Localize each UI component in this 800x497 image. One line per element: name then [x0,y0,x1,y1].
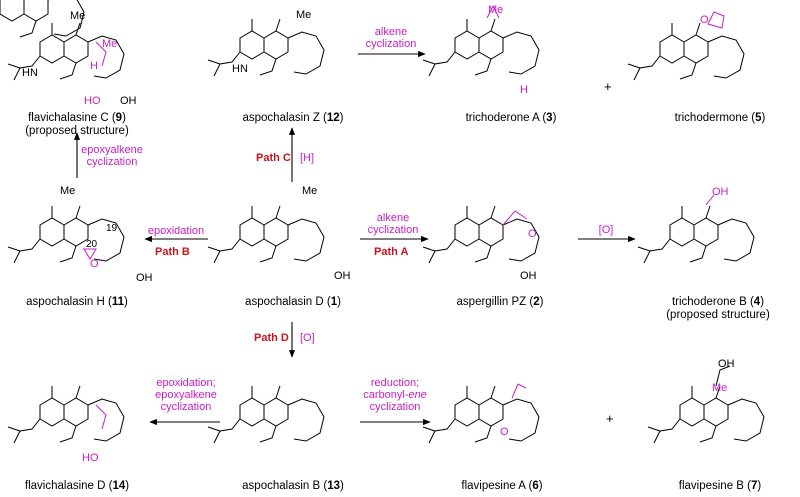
caption-flavipesine-a: flavipesine A (6) [461,480,543,492]
label-path-c-reagent: [H] [300,152,315,164]
caption-flavichalasine-c: flavichalasine C (9) [28,112,126,124]
structure-flavichalasine-d [7,385,125,444]
label-o-5: O [700,14,709,26]
label-me-12: Me [296,9,312,21]
label-c20: 20 [86,239,98,250]
caption-trichodermone: trichodermone (5) [674,112,766,124]
label-o-2: O [528,228,537,240]
label-epoxyalkene-1: epoxyalkene [81,144,143,156]
label-path-a: Path A [374,246,409,258]
label-oh-11: OH [136,272,153,284]
caption-aspochalasin-h: aspochalasin H (11) [26,296,128,308]
caption-aspochalasin-d: aspochalasin D (1) [245,296,341,308]
label-path-d-reagent: [O] [300,332,315,344]
label-me-accent: Me [102,38,118,50]
label-oxidation-mid: [O] [598,224,614,236]
label-me-3: Me [488,4,504,16]
structure-aspochalasin-b [207,385,325,444]
caption-aspochalasin-b: aspochalasin B (13) [242,480,344,492]
label-epoxidation: epoxidation [147,225,205,237]
structure-trichoderone-b [637,194,755,264]
plus-sign-top: + [604,79,612,94]
label-path-b: Path B [155,246,190,258]
caption-flavipesine-b: flavipesine B (7) [678,480,762,492]
plus-sign-bottom: + [606,411,614,426]
caption-trichoderone-b: trichoderone B (4) [671,296,765,308]
label-alkene-top-1: alkene [374,26,408,38]
label-epox-3: cyclization [160,401,212,413]
label-path-c: Path C [256,152,291,164]
label-oh-7: OH [718,358,735,370]
caption-aspergillin-pz: aspergillin PZ (2) [456,296,544,308]
caption-trichoderone-a: trichoderone A (3) [465,112,557,124]
label-me: Me [70,10,86,22]
structure-trichoderone-a [422,4,540,77]
label-reduction-1: reduction; [370,377,420,389]
label-h-accent: H [90,60,98,72]
label-alkene-top-2: cyclization [365,38,417,50]
label-alkene-mid-1: alkene [376,212,410,224]
structure-trichodermone [627,11,745,81]
label-oh-2: OH [520,270,537,282]
note-flavichalasine-c: (proposed structure) [25,125,129,137]
label-o-6: O [500,426,509,438]
label-ho-14: HO [82,452,99,464]
label-epox-1: epoxidation; [156,377,216,389]
label-epoxide-o: O [90,258,99,270]
label-path-d: Path D [254,332,289,344]
label-me-1: Me [302,185,318,197]
structure-aspochalasin-h [7,205,125,264]
label-h-3: H [520,84,528,96]
label-c19: 19 [106,223,118,234]
label-hn: HN [22,67,38,79]
label-ho: HO [84,95,101,107]
label-hn-12: HN [232,63,248,75]
reaction-arrows [73,50,636,426]
label-reduction-3: cyclization [369,401,421,413]
structure-flavipesine-b [647,365,765,444]
structure-flavichalasine-c [7,22,125,81]
label-epoxyalkene-2: cyclization [86,156,138,168]
label-oh-1: OH [334,270,351,282]
structure-aspochalasin-z [207,18,325,77]
label-alkene-mid-2: cyclization [367,224,419,236]
label-me-11: Me [60,185,76,197]
structure-aspergillin-pz [422,205,540,264]
note-trichoderone-b: (proposed structure) [666,309,770,321]
caption-flavichalasine-d: flavichalasine D (14) [24,480,130,492]
label-oh: OH [120,95,137,107]
label-reduction-2: carbonyl-ene [363,389,427,401]
caption-aspochalasin-z: aspochalasin Z (12) [242,112,344,124]
structure-aspochalasin-d [207,205,325,264]
label-epox-2: epoxyalkene [155,389,217,401]
label-me-7: Me [712,382,728,394]
structure-flavipesine-a [422,383,540,444]
label-oh-4: OH [712,186,729,198]
